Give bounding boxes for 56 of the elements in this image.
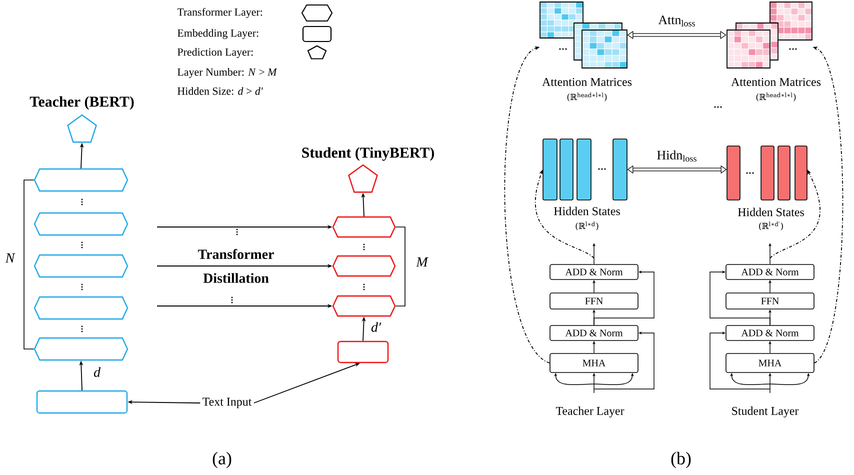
bracket-label: N (5, 253, 16, 263)
column-label: Teacher Layer (556, 406, 624, 418)
transformer-layer (332, 295, 396, 317)
caption-text: Attention Matrices (542, 78, 632, 86)
hidden-states-drawing (542, 138, 628, 200)
heading: Student (TinyBERT) (302, 147, 434, 161)
legend-item: Embedding Layer: (178, 26, 332, 42)
input-text: Text Input (202, 398, 252, 408)
prediction-pentagon (67, 114, 97, 143)
caption-text: Hidden States (738, 208, 804, 216)
layer-box: ADD & Norm (726, 325, 814, 341)
edge-label: d (92, 366, 102, 378)
legend-note: Hidden Size: d > d′ (178, 87, 263, 95)
hidden-states-drawing (726, 146, 808, 200)
arrow (710, 331, 770, 390)
edge-label: Attn$_{loss}$ (657, 14, 697, 28)
heading: Teacher (BERT) (30, 96, 134, 110)
attention-matrices-drawing (540, 2, 628, 68)
panel-label: (b) (671, 452, 691, 468)
arrow (710, 270, 770, 326)
layer-box: ADD & Norm (550, 264, 638, 280)
layer-box: FFN (726, 292, 814, 310)
legend-item: Transformer Layer: (177, 4, 333, 22)
caption-text: Attention Matrices (731, 78, 821, 86)
arrow (627, 30, 726, 40)
layer-box: MHA (550, 353, 638, 373)
bracket-label: M (416, 257, 428, 267)
caption-text: Hidden States (554, 206, 620, 216)
transformer-layer (332, 216, 396, 238)
distillation-label: Transformer Distillation (198, 249, 274, 283)
attention-matrices-drawing (726, 2, 812, 68)
transformer-layer (34, 254, 128, 278)
space-notation: (ℝ$^{l∗d}$) (576, 222, 598, 230)
arrow (627, 165, 727, 174)
arrow (504, 46, 550, 364)
layer-box: FFN (550, 292, 638, 310)
panel-label: (a) (212, 452, 232, 468)
space-notation: (ℝ$^{l∗d′}$) (759, 222, 783, 230)
prediction-pentagon (348, 164, 378, 193)
layer-box: ADD & Norm (550, 325, 638, 341)
embedding-box (36, 390, 128, 414)
space-notation: (ℝ$^{head∗l∗l}$) (756, 92, 796, 102)
column-label: Student Layer (732, 406, 799, 418)
transformer-layer (34, 168, 128, 192)
legend-item: Prediction Layer: (178, 45, 327, 60)
transformer-layer (34, 212, 128, 236)
transformer-layer (332, 255, 396, 277)
layer-box: MHA (726, 353, 814, 373)
space-notation: (ℝ$^{head∗l∗l}$) (567, 92, 607, 102)
legend-note: Layer Number: N > M (178, 68, 278, 78)
transformer-layer (34, 296, 128, 320)
edge-label: Hidn$_{loss}$ (656, 149, 698, 163)
edge-label: d′ (370, 321, 382, 333)
layer-box: ADD & Norm (726, 264, 814, 280)
transformer-layer (34, 337, 128, 361)
embedding-box (337, 340, 389, 364)
